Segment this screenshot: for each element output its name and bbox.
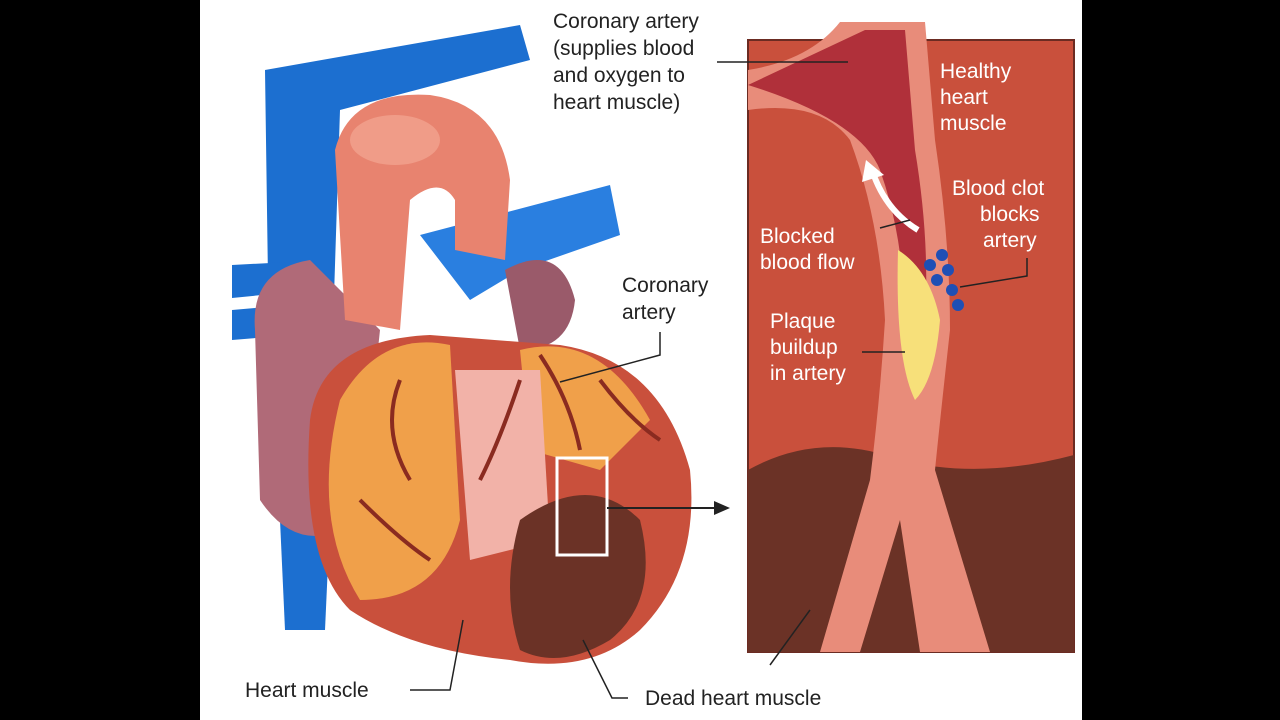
heart-pale-center [455,370,550,560]
label-blood-clot: Blood clot blocks artery [952,177,1050,252]
zoom-box [555,456,609,557]
heart-illustration [232,25,730,664]
artery-wall [748,22,990,652]
plaque-buildup [897,250,940,400]
label-coronary-artery-mid: Coronary artery [622,274,714,324]
zoom-arrow-head [714,501,730,515]
label-coronary-artery-top: Coronary artery (supplies blood and oxyg… [553,10,705,114]
coronary-vessels [358,353,662,562]
labels: Coronary artery (supplies blood and oxyg… [245,10,1050,710]
label-healthy-heart-muscle: Healthy heart muscle [940,60,1017,135]
label-dead-heart-muscle: Dead heart muscle [645,687,821,710]
leader-lines [410,61,1028,699]
blocked-flow-arrow-head [862,160,884,182]
label-plaque-buildup: Plaque buildup in artery [770,310,846,385]
aorta-top [350,115,440,165]
pulmonary-artery-branch [420,185,620,300]
blood-clot [924,249,964,311]
artery-lumen [748,30,927,330]
label-blocked-blood-flow: Blocked blood flow [760,225,855,274]
dead-muscle-area [510,495,646,658]
label-heart-muscle: Heart muscle [245,679,369,702]
artery-cross-section [747,22,1075,653]
left-atrium [505,260,575,350]
heart-fat-left [328,342,460,600]
